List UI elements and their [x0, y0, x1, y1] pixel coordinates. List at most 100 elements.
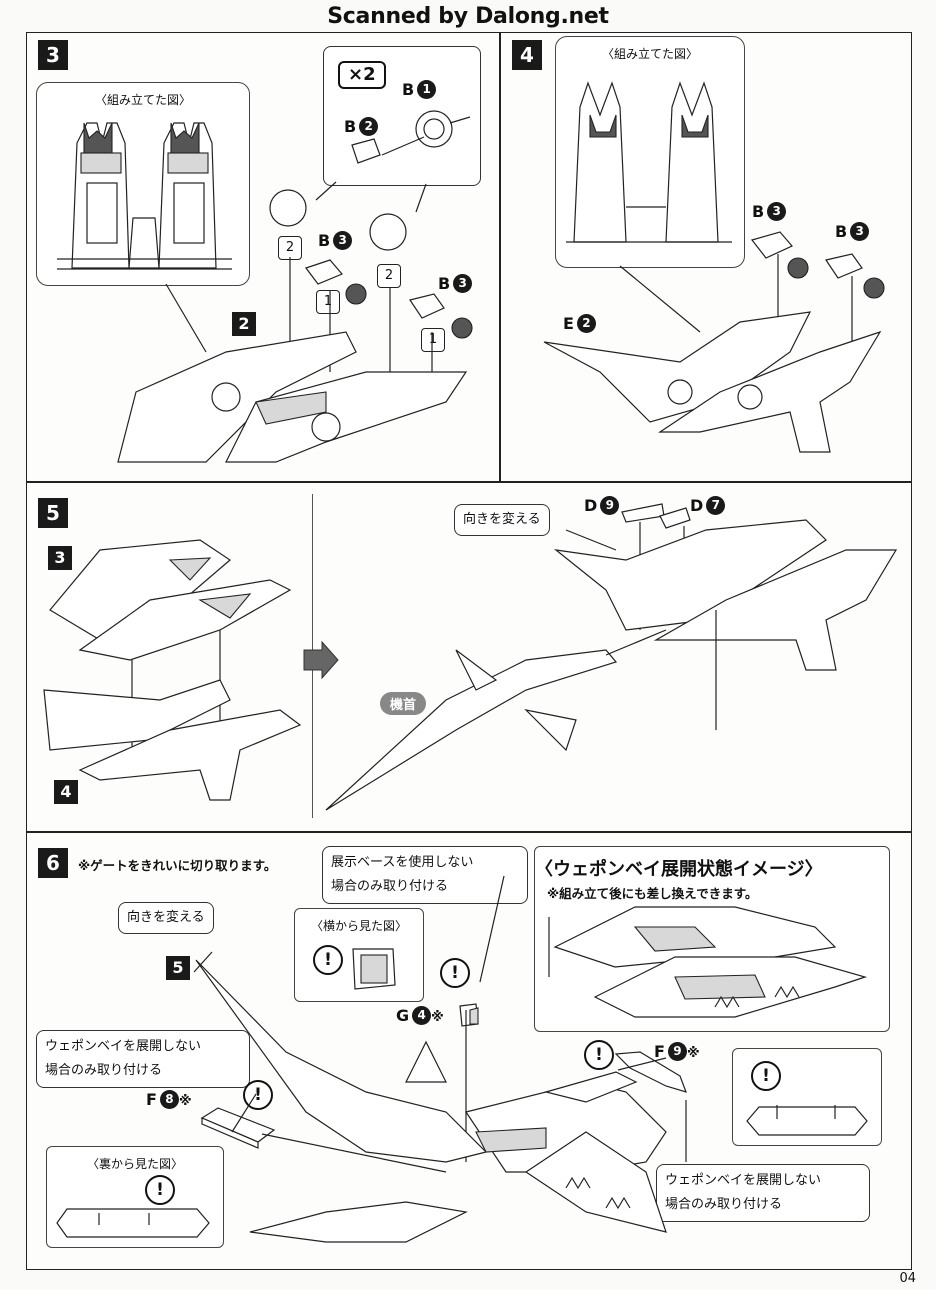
caution-icon: !: [584, 1040, 614, 1070]
part-mark: ※: [431, 1010, 444, 1025]
part-letter: E: [563, 314, 574, 333]
caution-icon: !: [243, 1080, 273, 1110]
part-number: 3: [850, 222, 870, 241]
step-4-assembly-drawing: [543, 231, 885, 453]
hinge-cap-parts-drawing: [351, 110, 471, 164]
part-number: 8: [159, 1090, 179, 1109]
step-4-number: 4: [512, 40, 542, 70]
part-number: 3: [453, 274, 473, 293]
caution-icon: !: [313, 945, 343, 975]
order-mark-label: 1: [323, 294, 333, 309]
part-mark: ※: [686, 1046, 700, 1061]
multiplier-label: ×2: [338, 61, 386, 89]
step-5-number: 5: [38, 498, 68, 528]
part-mark: ※: [178, 1094, 192, 1109]
step-3-multiplier-box: ×2: [323, 46, 481, 186]
part-letter: G: [396, 1006, 410, 1025]
weapon-bay-note-line2: 場合のみ取り付ける: [665, 1197, 783, 1212]
weapon-bay-callout-left: ウェポンベイを展開しない 場合のみ取り付ける: [36, 1030, 250, 1088]
weapon-bay-image-box: 〈ウェポンベイ展開状態イメージ〉 ※組み立て後にも差し換えできます。: [534, 846, 890, 1032]
part-letter: B: [344, 117, 357, 136]
part-number: 7: [706, 496, 726, 515]
part-letter: B: [835, 222, 848, 241]
part-number: 2: [576, 314, 596, 333]
step-6-turn-callout: 向きを変える: [118, 902, 214, 934]
order-mark-label: 1: [428, 332, 438, 347]
display-base-callout: 展示ベースを使用しない 場合のみ取り付ける: [322, 846, 528, 904]
weapon-bay-image-title: 〈ウェポンベイ展開状態イメージ〉: [535, 859, 823, 880]
step-5-turn-callout: 向きを変える: [454, 504, 550, 536]
display-base-note-line1: 展示ベースを使用しない: [331, 855, 474, 870]
step-4-assembled-view: 〈組み立てた図〉: [555, 36, 745, 268]
caution-icon: !: [751, 1061, 781, 1091]
order-mark-label: 2: [285, 240, 295, 255]
part-number: 9: [667, 1042, 687, 1061]
part-letter: D: [584, 496, 598, 515]
part-number: 4: [412, 1006, 432, 1025]
step-6-aircraft-drawing: [193, 875, 687, 1243]
assembled-view-title: 〈組み立てた図〉: [601, 47, 698, 61]
part-letter: B: [752, 202, 765, 221]
f9-view-part-drawing: [746, 1105, 868, 1136]
f9-view-box: !: [732, 1048, 882, 1146]
order-mark-1a: 1: [316, 290, 340, 314]
weapon-bay-image-subtitle: ※組み立て後にも差し換えできます。: [547, 886, 758, 901]
step-6-number: 6: [38, 848, 68, 878]
weapon-bay-note-line1: ウェポンベイを展開しない: [665, 1173, 822, 1188]
nose-label: 機首: [380, 692, 427, 715]
scan-credit: Scanned by Dalong.net: [327, 4, 609, 29]
assembled-view-title: 〈組み立てた図〉: [94, 93, 191, 107]
part-number: 3: [333, 231, 353, 250]
page-number: 04: [899, 1271, 916, 1286]
step-3-ref-2: 2: [232, 312, 256, 336]
step-5-direction-arrow: [303, 640, 339, 680]
part-number: 3: [767, 202, 787, 221]
step-3-number: 3: [38, 40, 68, 70]
side-view-part-drawing: [352, 948, 396, 990]
part-number: 1: [417, 80, 437, 99]
gate-note: ※ゲートをきれいに切り取ります。: [78, 858, 277, 873]
weapon-bay-note-line1: ウェポンベイを展開しない: [45, 1039, 202, 1054]
weapon-bay-callout-right: ウェポンベイを展開しない 場合のみ取り付ける: [656, 1164, 870, 1222]
part-letter: F: [146, 1090, 157, 1109]
part-number: 2: [359, 117, 379, 136]
step-5-ref-4: 4: [54, 780, 78, 804]
f8-part-drawing: [200, 1107, 276, 1149]
part-letter: B: [438, 274, 451, 293]
order-mark-1b: 1: [421, 328, 445, 352]
order-mark-label: 2: [384, 268, 394, 283]
part-letter: F: [654, 1042, 665, 1061]
part-letter: B: [402, 80, 415, 99]
g4-part-drawing: [459, 1003, 479, 1027]
back-view-title: 〈裏から見た図〉: [86, 1157, 183, 1171]
side-view-title: 〈横から見た図〉: [310, 919, 407, 933]
part-number: 9: [600, 496, 620, 515]
assembled-twin-engine-drawing: [57, 122, 232, 270]
order-mark-2b: 2: [377, 264, 401, 288]
f9-part-drawing: [614, 1051, 687, 1093]
side-view-box: 〈横から見た図〉 !: [294, 908, 424, 1002]
back-view-box: 〈裏から見た図〉 !: [46, 1146, 224, 1248]
caution-icon: !: [440, 958, 470, 988]
step-6-ref-5: 5: [166, 956, 190, 980]
caution-icon: !: [145, 1175, 175, 1205]
back-view-part-drawing: [56, 1208, 210, 1238]
step-5-left-assembly-drawing: [43, 539, 302, 801]
part-letter: D: [690, 496, 704, 515]
weapon-bay-note-line2: 場合のみ取り付ける: [45, 1063, 163, 1078]
display-base-note-line2: 場合のみ取り付ける: [331, 879, 449, 894]
part-letter: B: [318, 231, 331, 250]
weapon-bay-open-drawing: [548, 906, 868, 1018]
step-5-right-assembly-drawing: [325, 503, 898, 811]
